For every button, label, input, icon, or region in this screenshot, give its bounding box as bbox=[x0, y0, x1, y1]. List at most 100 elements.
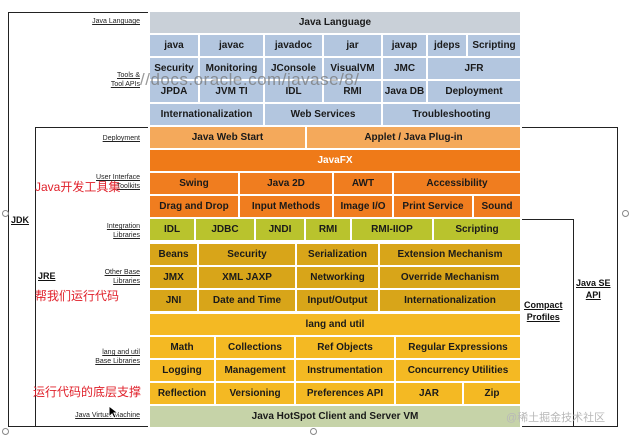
other-extension-mechanism: Extension Mechanism bbox=[380, 244, 520, 265]
lang-versioning: Versioning bbox=[216, 383, 294, 404]
label-ui-line1: User Interface bbox=[96, 174, 140, 181]
java-se-api-label: Java SE API bbox=[576, 277, 611, 301]
ui-print-service: Print Service bbox=[394, 196, 472, 217]
label-user-interface: User Interface Toolkits bbox=[96, 173, 140, 191]
jdk-bracket-top bbox=[8, 12, 148, 13]
javase-line2: API bbox=[585, 290, 601, 300]
resize-handle-right[interactable] bbox=[622, 210, 629, 217]
compact-bracket-top bbox=[522, 219, 574, 220]
javase-bracket-top bbox=[522, 127, 618, 128]
tool-scripting: Scripting bbox=[468, 35, 520, 56]
tool-internationalization: Internationalization bbox=[150, 104, 263, 125]
jre-bracket-line bbox=[35, 127, 36, 427]
integration-scripting: Scripting bbox=[434, 219, 520, 240]
other-xml-jaxp: XML JAXP bbox=[199, 267, 295, 288]
label-java-language: Java Language bbox=[92, 18, 140, 25]
label-deployment: Deployment bbox=[102, 135, 140, 142]
deploy-java-web-start: Java Web Start bbox=[150, 127, 305, 148]
deploy-applet-plugin: Applet / Java Plug-in bbox=[307, 127, 520, 148]
other-internationalization: Internationalization bbox=[380, 290, 520, 311]
mouse-cursor-icon bbox=[108, 405, 120, 419]
lang-jar: JAR bbox=[396, 383, 462, 404]
compact-bracket-line bbox=[573, 219, 574, 427]
integration-idl: IDL bbox=[150, 219, 194, 240]
tool-java: java bbox=[150, 35, 198, 56]
lang-concurrency-utilities: Concurrency Utilities bbox=[396, 360, 520, 381]
lang-math: Math bbox=[150, 337, 214, 358]
label-lang-util: lang and util Base Libraries bbox=[95, 348, 140, 366]
label-other-line2: Libraries bbox=[113, 278, 140, 285]
javase-bracket-line bbox=[617, 127, 618, 427]
resize-handle-left[interactable] bbox=[2, 210, 9, 217]
jdk-bracket-bottom bbox=[8, 426, 148, 427]
lang-zip: Zip bbox=[464, 383, 520, 404]
tool-jar: jar bbox=[324, 35, 381, 56]
integration-rmi-iiop: RMI-IIOP bbox=[352, 219, 432, 240]
compact-profiles-label: Compact Profiles bbox=[524, 299, 563, 323]
tool-jmc: JMC bbox=[383, 58, 426, 79]
javase-line1: Java SE bbox=[576, 278, 611, 288]
resize-handle-bottom[interactable] bbox=[310, 428, 317, 435]
label-ui-line2: Toolkits bbox=[116, 183, 140, 190]
tool-rmi: RMI bbox=[324, 81, 381, 102]
tool-visualvm: VisualVM bbox=[324, 58, 381, 79]
ui-awt: AWT bbox=[334, 173, 392, 194]
tool-jvmti: JVM TI bbox=[200, 81, 263, 102]
ui-swing: Swing bbox=[150, 173, 238, 194]
lang-ref-objects: Ref Objects bbox=[296, 337, 394, 358]
jdk-label: JDK bbox=[11, 215, 30, 225]
other-serialization: Serialization bbox=[297, 244, 378, 265]
lang-util-bar: lang and util bbox=[150, 314, 520, 335]
lang-regular-expressions: Regular Expressions bbox=[396, 337, 520, 358]
watermark: @稀土掘金技术社区 bbox=[506, 412, 606, 424]
lang-reflection: Reflection bbox=[150, 383, 214, 404]
label-langutil-line2: Base Libraries bbox=[95, 358, 140, 365]
integration-jndi: JNDI bbox=[256, 219, 304, 240]
javafx-bar: JavaFX bbox=[150, 150, 520, 171]
other-date-and-time: Date and Time bbox=[199, 290, 295, 311]
other-security: Security bbox=[199, 244, 295, 265]
jdk-bracket-line bbox=[8, 12, 9, 427]
tool-idl: IDL bbox=[265, 81, 322, 102]
other-jni: JNI bbox=[150, 290, 197, 311]
label-tools-line1: Tools & bbox=[117, 72, 140, 79]
jvm-annotation: 运行代码的底层支撑 bbox=[33, 385, 142, 399]
lang-logging: Logging bbox=[150, 360, 214, 381]
other-jmx: JMX bbox=[150, 267, 197, 288]
tool-security: Security bbox=[150, 58, 198, 79]
label-integration-line2: Libraries bbox=[113, 232, 140, 239]
other-beans: Beans bbox=[150, 244, 197, 265]
jre-bracket-top bbox=[35, 127, 148, 128]
other-input-output: Input/Output bbox=[297, 290, 378, 311]
java-language-bar: Java Language bbox=[150, 12, 520, 33]
lang-collections: Collections bbox=[216, 337, 294, 358]
label-integration: Integration Libraries bbox=[107, 222, 140, 240]
tool-troubleshooting: Troubleshooting bbox=[383, 104, 520, 125]
tool-javadoc: javadoc bbox=[265, 35, 322, 56]
ui-image-io: Image I/O bbox=[334, 196, 392, 217]
ui-drag-and-drop: Drag and Drop bbox=[150, 196, 238, 217]
label-tools-line2: Tool APIs bbox=[110, 81, 140, 88]
ui-sound: Sound bbox=[474, 196, 520, 217]
ui-accessibility: Accessibility bbox=[394, 173, 520, 194]
jvm-bar: Java HotSpot Client and Server VM bbox=[150, 406, 520, 427]
jdk-annotation: Java开发工具集 bbox=[35, 180, 121, 194]
tool-javap: javap bbox=[383, 35, 426, 56]
tool-javadb: Java DB bbox=[383, 81, 426, 102]
tool-deployment: Deployment bbox=[428, 81, 520, 102]
ui-input-methods: Input Methods bbox=[240, 196, 332, 217]
label-tools: Tools & Tool APIs bbox=[111, 71, 140, 89]
lang-management: Management bbox=[216, 360, 294, 381]
tool-web-services: Web Services bbox=[265, 104, 381, 125]
label-langutil-line1: lang and util bbox=[102, 349, 140, 356]
other-networking: Networking bbox=[297, 267, 378, 288]
compact-line1: Compact bbox=[524, 300, 563, 310]
tool-monitoring: Monitoring bbox=[200, 58, 263, 79]
url-overlay: //docs.oracle.com/javase/8/ bbox=[140, 70, 360, 89]
integration-rmi: RMI bbox=[306, 219, 350, 240]
resize-handle-bottom-left[interactable] bbox=[2, 428, 9, 435]
label-other-base: Other Base Libraries bbox=[105, 268, 140, 286]
compact-line2: Profiles bbox=[526, 312, 560, 322]
tool-jdeps: jdeps bbox=[428, 35, 466, 56]
label-jvm: Java Virtual Machine bbox=[75, 412, 140, 419]
